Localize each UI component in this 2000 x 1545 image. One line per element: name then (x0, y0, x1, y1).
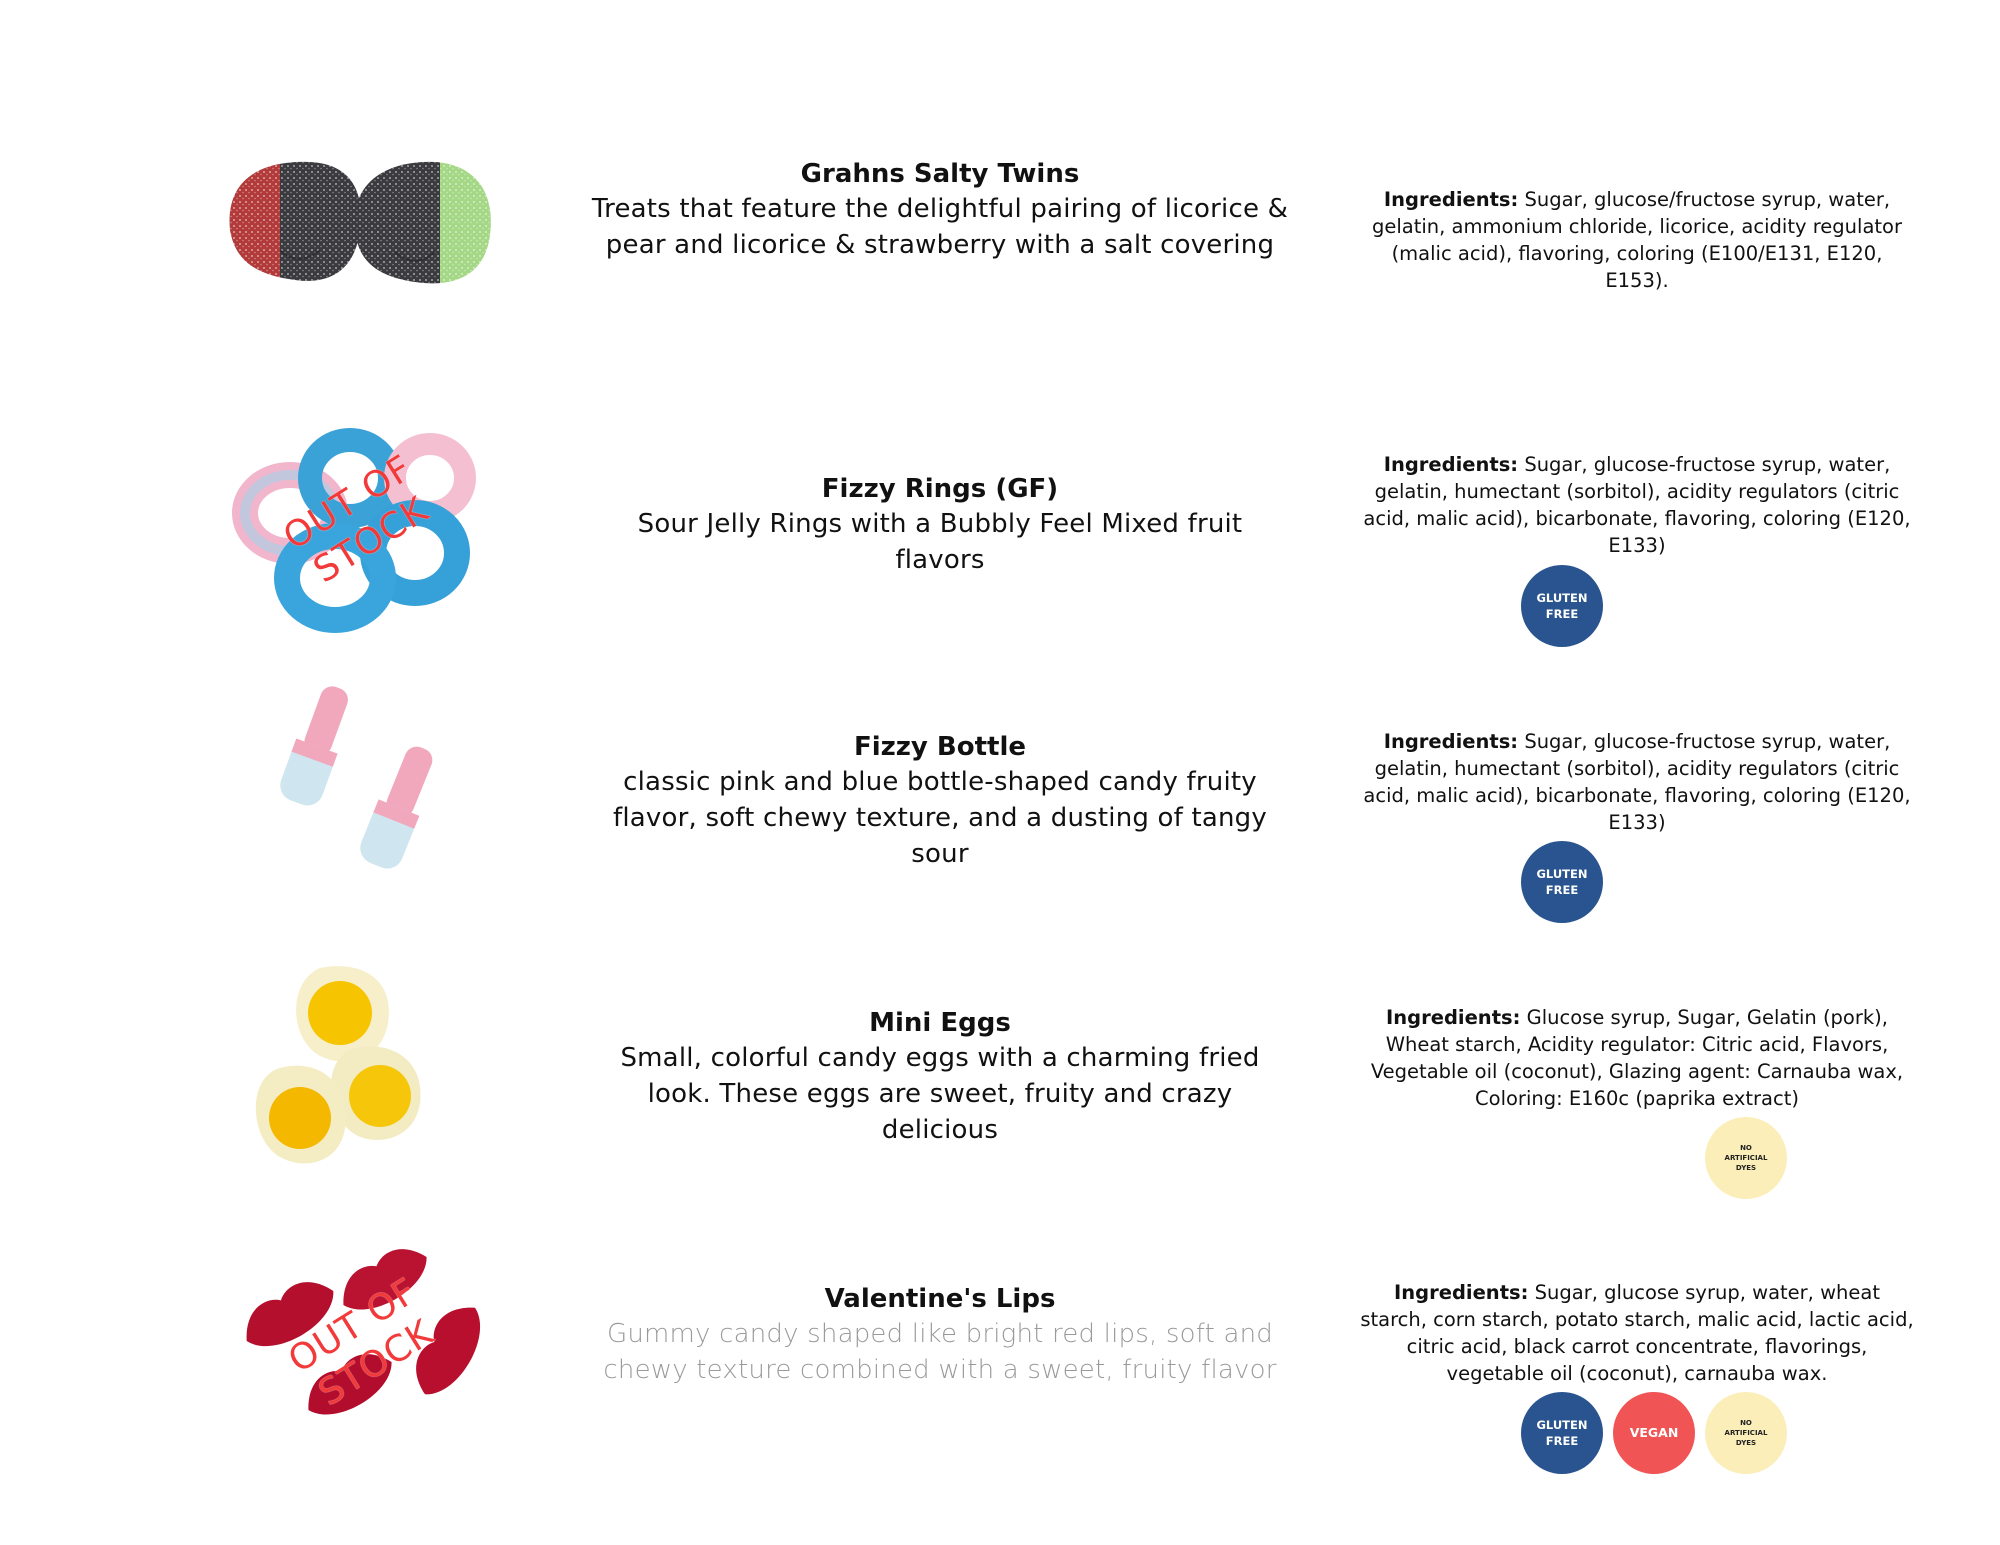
ingredients-label: Ingredients: (1383, 730, 1519, 753)
fizzy-rings-image: OUT OF STOCK (220, 418, 500, 658)
product-description: Small, colorful candy eggs with a charmi… (620, 1043, 1260, 1145)
product-info: Fizzy Bottle classic pink and blue bottl… (590, 730, 1290, 872)
product-name: Mini Eggs (869, 1008, 1011, 1038)
ingredients-label: Ingredients: (1394, 1281, 1529, 1304)
product-description: Gummy candy shaped like bright red lips,… (603, 1319, 1277, 1385)
ingredients-label: Ingredients: (1383, 188, 1519, 211)
badge-group: GLUTEN FREE VEGAN NO ARTIFICIAL DYES (1521, 1392, 1787, 1474)
product-name: Fizzy Bottle (853, 732, 1027, 762)
ingredients-text: Ingredients: Glucose syrup, Sugar, Gelat… (1358, 1004, 1916, 1112)
product-description: Sour Jelly Rings with a Bubbly Feel Mixe… (637, 509, 1243, 575)
ingredients-list: Sugar, glucose/fructose syrup, water, ge… (1372, 188, 1902, 292)
ingredients-list: Sugar, glucose-fructose syrup, water, ge… (1363, 730, 1911, 834)
badge-group: GLUTEN FREE (1521, 841, 1603, 923)
ingredients-text: Ingredients: Sugar, glucose syrup, water… (1358, 1279, 1916, 1387)
gluten-free-badge: GLUTEN FREE (1521, 565, 1603, 647)
valentines-lips-image: OUT OF STOCK (220, 1236, 500, 1476)
product-description: Treats that feature the delightful pairi… (591, 194, 1289, 260)
badge-group: GLUTEN FREE (1521, 565, 1603, 647)
badge-group: NO ARTIFICIAL DYES (1705, 1117, 1787, 1199)
ingredients-label: Ingredients: (1386, 1006, 1521, 1029)
fizzy-bottle-image (220, 668, 500, 908)
salty-twins-image (220, 110, 500, 350)
ingredients-text: Ingredients: Sugar, glucose-fructose syr… (1358, 451, 1916, 559)
ingredients-text: Ingredients: Sugar, glucose/fructose syr… (1358, 186, 1916, 294)
no-artificial-dyes-badge: NO ARTIFICIAL DYES (1705, 1117, 1787, 1199)
ingredients-list: Sugar, glucose syrup, water, wheat starc… (1360, 1281, 1914, 1385)
product-description: classic pink and blue bottle-shaped cand… (613, 767, 1267, 869)
product-info: Fizzy Rings (GF) Sour Jelly Rings with a… (590, 472, 1290, 578)
product-name: Valentine's Lips (824, 1284, 1056, 1314)
gluten-free-badge: GLUTEN FREE (1521, 1392, 1603, 1474)
ingredients-label: Ingredients: (1383, 453, 1519, 476)
product-info: Grahns Salty Twins Treats that feature t… (590, 157, 1290, 263)
no-artificial-dyes-badge: NO ARTIFICIAL DYES (1705, 1392, 1787, 1474)
product-name: Grahns Salty Twins (800, 159, 1080, 189)
mini-eggs-image (220, 948, 500, 1188)
ingredients-list: Sugar, glucose-fructose syrup, water, ge… (1363, 453, 1911, 557)
product-info: Valentine's Lips Gummy candy shaped like… (590, 1282, 1290, 1388)
gluten-free-badge: GLUTEN FREE (1521, 841, 1603, 923)
ingredients-list: Glucose syrup, Sugar, Gelatin (pork), Wh… (1370, 1006, 1904, 1110)
vegan-badge: VEGAN (1613, 1392, 1695, 1474)
product-info: Mini Eggs Small, colorful candy eggs wit… (590, 1006, 1290, 1148)
product-name: Fizzy Rings (GF) (821, 474, 1059, 504)
ingredients-text: Ingredients: Sugar, glucose-fructose syr… (1358, 728, 1916, 836)
